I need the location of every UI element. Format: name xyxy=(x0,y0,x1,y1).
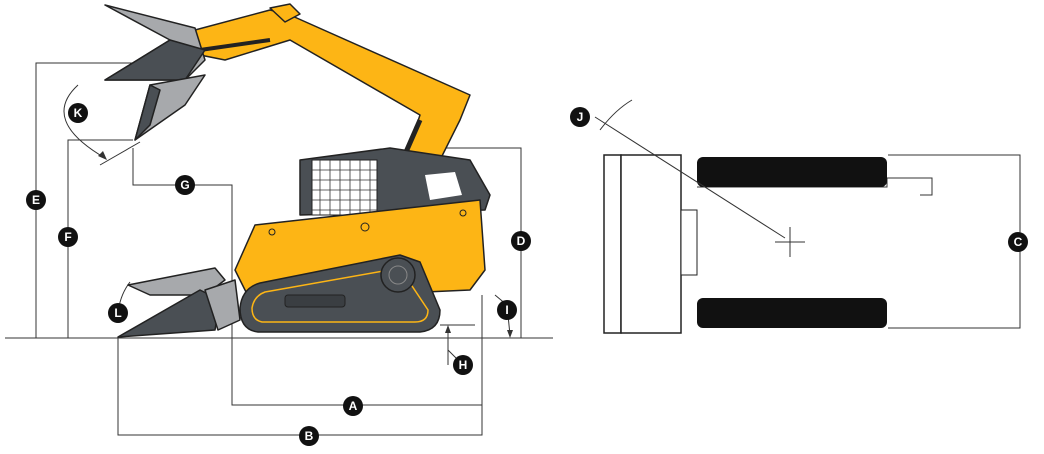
svg-text:B: B xyxy=(305,429,314,443)
lowered-bucket xyxy=(117,267,241,338)
svg-text:C: C xyxy=(1014,235,1023,249)
svg-text:F: F xyxy=(64,230,71,244)
raised-bucket xyxy=(104,4,206,141)
right-track-top-view xyxy=(697,298,887,328)
cab xyxy=(299,147,491,216)
top-view xyxy=(594,99,1021,334)
left-track-top-view xyxy=(697,157,887,187)
label-i: I xyxy=(497,300,517,320)
label-h: H xyxy=(453,355,473,375)
svg-text:J: J xyxy=(577,110,584,124)
svg-text:K: K xyxy=(74,106,83,120)
label-a: A xyxy=(343,396,363,416)
label-f: F xyxy=(58,227,78,247)
label-l: L xyxy=(108,303,128,323)
svg-text:H: H xyxy=(459,358,468,372)
svg-text:A: A xyxy=(349,399,358,413)
svg-text:E: E xyxy=(32,193,40,207)
label-b: B xyxy=(299,426,319,446)
svg-text:G: G xyxy=(180,178,189,192)
label-j: J xyxy=(570,107,590,127)
label-d: D xyxy=(511,231,531,251)
svg-text:D: D xyxy=(517,234,526,248)
label-g: G xyxy=(175,175,195,195)
svg-text:I: I xyxy=(505,303,508,317)
svg-text:L: L xyxy=(114,306,121,320)
label-c: C xyxy=(1008,232,1028,252)
label-k: K xyxy=(68,103,88,123)
track xyxy=(239,254,441,333)
label-e: E xyxy=(26,190,46,210)
